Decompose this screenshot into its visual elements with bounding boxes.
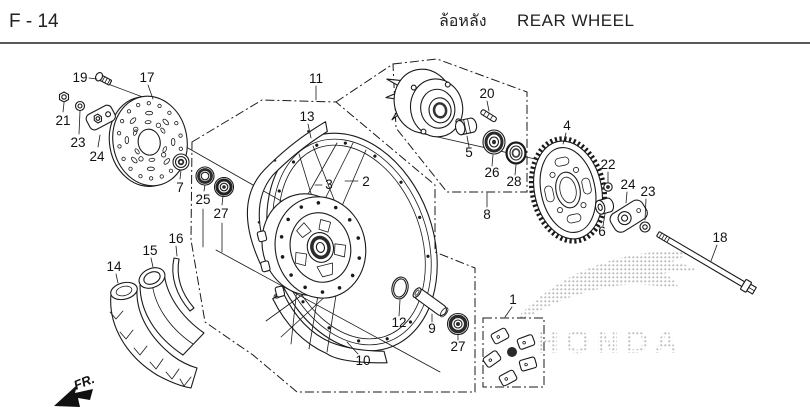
rim-strip-13 (246, 121, 328, 265)
dust-seal-25 (195, 166, 215, 186)
seal-28 (505, 141, 527, 165)
callout-12[interactable]: 12 (391, 315, 406, 330)
distance-collar-9 (412, 287, 449, 318)
callout-27-right[interactable]: 27 (450, 339, 465, 354)
honda-wing-watermark (514, 251, 697, 321)
bearing-26 (482, 129, 506, 155)
collar-6 (594, 197, 615, 215)
spoke-nipples (274, 141, 430, 343)
wheel-hub (256, 193, 367, 299)
fr-label: FR. (72, 371, 97, 393)
pin-20 (480, 109, 497, 123)
wheel-assembly-box (190, 99, 476, 393)
callout-10[interactable]: 10 (355, 353, 370, 368)
callout-24-right[interactable]: 24 (620, 177, 636, 192)
inner-tube (138, 267, 205, 356)
tire (109, 281, 198, 389)
callout-6[interactable]: 6 (598, 224, 606, 239)
callout-2[interactable]: 2 (362, 174, 370, 189)
callout-25[interactable]: 25 (195, 192, 210, 207)
rim-band (172, 257, 195, 312)
callout-28[interactable]: 28 (506, 174, 521, 189)
box-link-line (335, 63, 394, 103)
callout-19[interactable]: 19 (72, 70, 87, 85)
nut-22 (603, 182, 613, 192)
callout-16[interactable]: 16 (168, 231, 183, 246)
front-direction: FR. (54, 371, 97, 407)
collar-5 (454, 117, 478, 136)
fr-arrow-icon (54, 385, 93, 407)
callout-13[interactable]: 13 (299, 109, 314, 124)
stopper-plate-left (85, 104, 116, 131)
callout-9[interactable]: 9 (428, 321, 436, 336)
stopper-plate-right (609, 199, 648, 233)
brake-drum-hub (385, 68, 464, 138)
callouts: 19 17 21 23 24 7 25 27 16 15 14 11 13 3 … (55, 70, 727, 368)
callout-27-left[interactable]: 27 (213, 206, 228, 221)
callout-23-right[interactable]: 23 (640, 184, 655, 199)
callout-1[interactable]: 1 (509, 292, 517, 307)
callout-21[interactable]: 21 (55, 113, 70, 128)
page-title-english: REAR WHEEL (517, 11, 634, 30)
axle-shaft (656, 231, 757, 295)
callout-7[interactable]: 7 (176, 180, 184, 195)
callout-17[interactable]: 17 (139, 70, 154, 85)
bearing-27-right (446, 312, 470, 336)
callout-20[interactable]: 20 (479, 86, 494, 101)
bearing-7 (172, 153, 190, 171)
callout-23-left[interactable]: 23 (70, 135, 85, 150)
bearing-27-left (213, 176, 235, 198)
damper-set (482, 327, 538, 387)
callout-8[interactable]: 8 (483, 207, 491, 222)
washer-right (639, 221, 651, 233)
callout-3[interactable]: 3 (325, 177, 333, 192)
wheel-rim (246, 121, 438, 364)
callout-15[interactable]: 15 (142, 243, 157, 258)
callout-26[interactable]: 26 (484, 165, 499, 180)
callout-24-left[interactable]: 24 (89, 149, 105, 164)
damper-box (482, 317, 545, 388)
honda-watermark: HONDA (514, 251, 697, 360)
page-code: F - 14 (9, 11, 59, 32)
hub-sub-assembly-box (392, 58, 528, 193)
honda-watermark-text: HONDA (536, 324, 683, 360)
tire-tread (109, 310, 192, 387)
spokes (265, 142, 367, 353)
axle-nut (58, 91, 70, 103)
callout-14[interactable]: 14 (106, 259, 122, 274)
callout-5[interactable]: 5 (465, 145, 473, 160)
o-ring-12 (391, 276, 409, 300)
callout-22[interactable]: 22 (600, 157, 615, 172)
driven-sprocket (528, 136, 608, 244)
leader-lines (62, 77, 718, 355)
page-title-thai: ล้อหลัง (439, 11, 487, 30)
callout-11[interactable]: 11 (309, 71, 323, 86)
callout-18[interactable]: 18 (712, 230, 727, 245)
callout-4[interactable]: 4 (563, 118, 571, 133)
washer-left (74, 100, 86, 112)
